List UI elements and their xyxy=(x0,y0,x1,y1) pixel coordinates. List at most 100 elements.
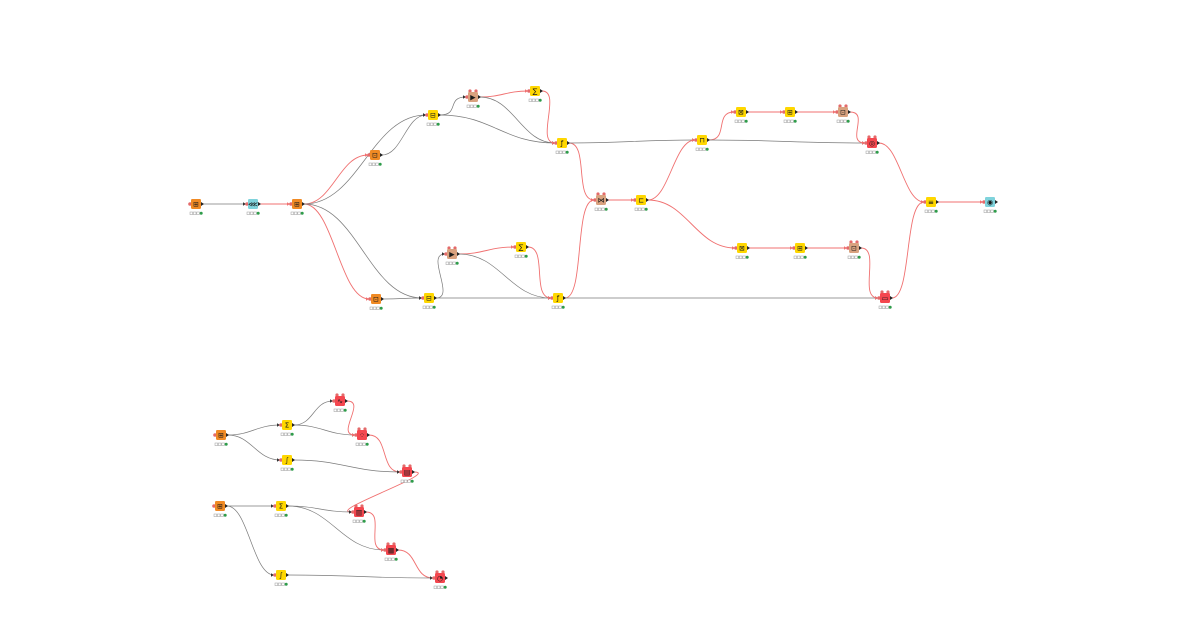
connection-m1-m2[interactable] xyxy=(227,424,281,436)
node-m9[interactable]: ▥ xyxy=(351,504,367,523)
connection-m9-m10[interactable] xyxy=(365,511,385,551)
connection-m5-m6[interactable] xyxy=(293,459,401,473)
connection-n5-n8[interactable] xyxy=(439,114,556,144)
input-port[interactable] xyxy=(554,141,558,145)
node-n11[interactable]: ⊓ xyxy=(694,135,710,151)
node-m2[interactable]: Σ xyxy=(279,420,295,436)
connection-n23-n24[interactable] xyxy=(860,247,879,299)
node-m12[interactable]: ◔ xyxy=(432,570,448,589)
connection-n11-n12[interactable] xyxy=(708,111,735,141)
pie-chart-icon[interactable] xyxy=(435,573,445,583)
output-port[interactable] xyxy=(890,296,893,300)
node-m1[interactable]: ⊞ xyxy=(213,430,229,446)
line-plot-icon[interactable] xyxy=(335,396,345,406)
concatenate-icon[interactable] xyxy=(926,197,936,207)
node-n20[interactable]: ƒ xyxy=(550,293,566,309)
node-n10[interactable]: ⊏ xyxy=(633,195,649,211)
connection-n4-n5[interactable] xyxy=(381,114,427,156)
output-port[interactable] xyxy=(286,573,289,577)
connection-n18-n19[interactable] xyxy=(458,246,515,255)
output-port[interactable] xyxy=(848,110,851,114)
input-port[interactable] xyxy=(527,89,531,93)
connection-m4-m6[interactable] xyxy=(368,434,401,473)
node-m10[interactable]: ▦ xyxy=(383,542,399,561)
input-port[interactable] xyxy=(279,458,283,462)
node-n1[interactable]: ⊞ xyxy=(188,199,204,215)
input-port[interactable] xyxy=(279,423,283,427)
node-n24[interactable]: ▭ xyxy=(877,290,893,309)
output-port[interactable] xyxy=(995,200,998,204)
node-n8[interactable]: ƒ xyxy=(554,138,570,154)
input-port[interactable] xyxy=(835,110,839,114)
node-n14[interactable]: ⊡ xyxy=(835,104,851,123)
flow-port[interactable] xyxy=(402,464,406,468)
sorter-icon[interactable] xyxy=(736,107,746,117)
bar-chart-icon[interactable] xyxy=(354,507,364,517)
connection-m2-m4[interactable] xyxy=(293,424,356,436)
output-port[interactable] xyxy=(225,504,228,508)
connection-n17-n18[interactable] xyxy=(435,253,446,299)
flow-port[interactable] xyxy=(849,240,853,244)
connection-n24-n25[interactable] xyxy=(891,201,925,299)
rule-icon[interactable] xyxy=(530,86,540,96)
flow-port[interactable] xyxy=(363,427,367,431)
node-n23[interactable]: ⊡ xyxy=(846,240,862,259)
input-port[interactable] xyxy=(864,141,868,145)
connection-m11-m12[interactable] xyxy=(287,574,434,579)
groupby-icon[interactable] xyxy=(785,107,795,117)
output-port[interactable] xyxy=(445,576,448,580)
chunk-loop-icon[interactable] xyxy=(849,243,859,253)
node-n16[interactable]: ⊡ xyxy=(368,294,384,310)
node-n19[interactable]: ∑ xyxy=(513,242,529,258)
writer-icon[interactable] xyxy=(985,197,995,207)
output-port[interactable] xyxy=(859,246,862,250)
input-port[interactable] xyxy=(792,246,796,250)
input-port[interactable] xyxy=(273,573,277,577)
input-port[interactable] xyxy=(593,198,597,202)
node-n21[interactable]: ⊠ xyxy=(734,243,750,259)
pivot-icon[interactable] xyxy=(697,135,707,145)
output-port[interactable] xyxy=(805,246,808,250)
scatter-plot-icon[interactable] xyxy=(357,430,367,440)
sorter-icon[interactable] xyxy=(737,243,747,253)
connection-n7-n8[interactable] xyxy=(541,90,556,144)
output-port[interactable] xyxy=(563,296,566,300)
input-port[interactable] xyxy=(368,297,372,301)
node-n2[interactable]: ⋘ xyxy=(245,199,261,215)
input-port[interactable] xyxy=(694,138,698,142)
node-n7[interactable]: ∑ xyxy=(527,86,543,102)
output-port[interactable] xyxy=(795,110,798,114)
input-port[interactable] xyxy=(351,510,355,514)
node-n18[interactable]: ▶ xyxy=(444,246,460,265)
flow-port[interactable] xyxy=(867,135,871,139)
node-m7[interactable]: ⊞ xyxy=(212,501,228,517)
math-formula-icon[interactable] xyxy=(276,570,286,580)
query-icon[interactable] xyxy=(370,150,380,160)
column-filter-icon[interactable] xyxy=(428,110,438,120)
connection-n6-n8[interactable] xyxy=(479,96,556,144)
output-port[interactable] xyxy=(258,202,261,206)
flow-port[interactable] xyxy=(354,504,358,508)
output-port[interactable] xyxy=(457,252,460,256)
flow-port[interactable] xyxy=(435,570,439,574)
input-port[interactable] xyxy=(733,110,737,114)
chunk-loop-icon[interactable] xyxy=(838,107,848,117)
db-reader-icon[interactable] xyxy=(215,501,225,511)
input-port[interactable] xyxy=(432,576,436,580)
output-port[interactable] xyxy=(438,113,441,117)
flow-port[interactable] xyxy=(453,246,457,250)
flow-port[interactable] xyxy=(844,104,848,108)
connection-m8-m10[interactable] xyxy=(287,505,385,551)
output-port[interactable] xyxy=(396,548,399,552)
node-n4[interactable]: ⊡ xyxy=(367,150,383,166)
connection-n3-n4[interactable] xyxy=(303,154,369,205)
input-port[interactable] xyxy=(367,153,371,157)
node-m5[interactable]: ∫ xyxy=(279,455,295,471)
connection-n11-n15[interactable] xyxy=(708,139,866,144)
loop-end-icon[interactable] xyxy=(596,195,606,205)
input-port[interactable] xyxy=(633,198,637,202)
loop-start-icon[interactable] xyxy=(447,249,457,259)
flow-port[interactable] xyxy=(392,542,396,546)
node-n13[interactable]: ⊞ xyxy=(782,107,798,123)
